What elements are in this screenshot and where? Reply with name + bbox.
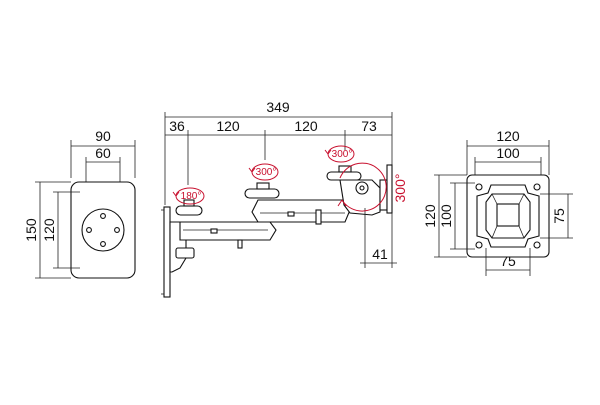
joint-knob-3-stem	[338, 165, 352, 173]
dim-label-width-100: 100	[496, 145, 520, 161]
joint-knob-2	[244, 188, 280, 199]
bevel-line	[518, 225, 525, 239]
dim-label-120a: 120	[216, 118, 240, 134]
vesa-plate-front-view: 120 100 75 120 100	[422, 128, 573, 276]
dim-label-width-75: 75	[500, 253, 516, 269]
dim-label-41: 41	[372, 246, 388, 262]
lower-arm-pin	[237, 239, 243, 249]
dim-label-120b: 120	[294, 118, 318, 134]
joint-knob-1	[175, 205, 203, 216]
rotation-label-180: 180°	[181, 191, 202, 202]
dim-label-width-120: 120	[496, 128, 520, 144]
dim-label-349: 349	[266, 99, 290, 115]
wall-bracket-plate	[163, 206, 171, 298]
dim-label-height-100: 100	[438, 204, 454, 228]
joint-knob-2-stem	[256, 182, 270, 190]
center-square	[496, 203, 520, 227]
dim-label-73: 73	[361, 118, 377, 134]
rotation-label-300-a: 300°	[256, 167, 277, 178]
arm-screw	[287, 211, 295, 217]
bevel-line	[518, 193, 525, 205]
bevel-line	[491, 193, 498, 205]
vesa-plate-edge	[386, 164, 393, 214]
rotation-arrow-head	[248, 167, 256, 173]
rotation-label-300-c: 300°	[392, 174, 408, 203]
rotation-indicator-2: 300°	[248, 163, 279, 181]
rotation-indicator-4: 300°	[337, 162, 408, 212]
bracket-joint	[175, 247, 195, 259]
rotation-indicator-3: 300°	[324, 145, 355, 163]
dim-label-height-120: 120	[422, 204, 438, 228]
tilt-head	[339, 179, 381, 216]
upper-arm	[251, 199, 351, 223]
rotation-indicator-1: 180°	[172, 187, 205, 205]
dim-label-width-60: 60	[95, 145, 111, 161]
bevel-line	[491, 225, 498, 239]
dim-label-width-90: 90	[95, 128, 111, 144]
screw-hole	[114, 227, 120, 233]
arm-screw	[210, 228, 218, 234]
dim-label-36: 36	[169, 118, 185, 134]
screw-hole	[100, 213, 106, 219]
mount-hole	[475, 183, 483, 191]
mount-hole	[533, 241, 541, 249]
rotation-label-300-b: 300°	[332, 149, 353, 160]
screw-hole	[86, 227, 92, 233]
dim-label-height-75: 75	[551, 208, 567, 224]
tilt-pivot-center	[359, 185, 365, 191]
screw-hole	[100, 241, 106, 247]
plate-center-disk	[81, 208, 125, 252]
dim-label-height-120: 120	[41, 218, 57, 242]
joint-knob-3	[326, 171, 362, 181]
rotation-arrow-head	[172, 191, 180, 197]
wall-plate-front-view: 90 60 150 120	[23, 128, 136, 279]
lower-arm	[179, 221, 277, 241]
upper-arm-clip	[315, 209, 322, 225]
mount-hole	[475, 241, 483, 249]
arm-side-view: 349 36 120 120 73	[161, 99, 408, 298]
tilt-rotation-arc-icon	[339, 162, 387, 212]
mount-hole	[533, 183, 541, 191]
rotation-arrow-head	[324, 149, 332, 155]
dim-label-height-150: 150	[23, 218, 39, 242]
rotation-arrow-head	[337, 199, 347, 207]
